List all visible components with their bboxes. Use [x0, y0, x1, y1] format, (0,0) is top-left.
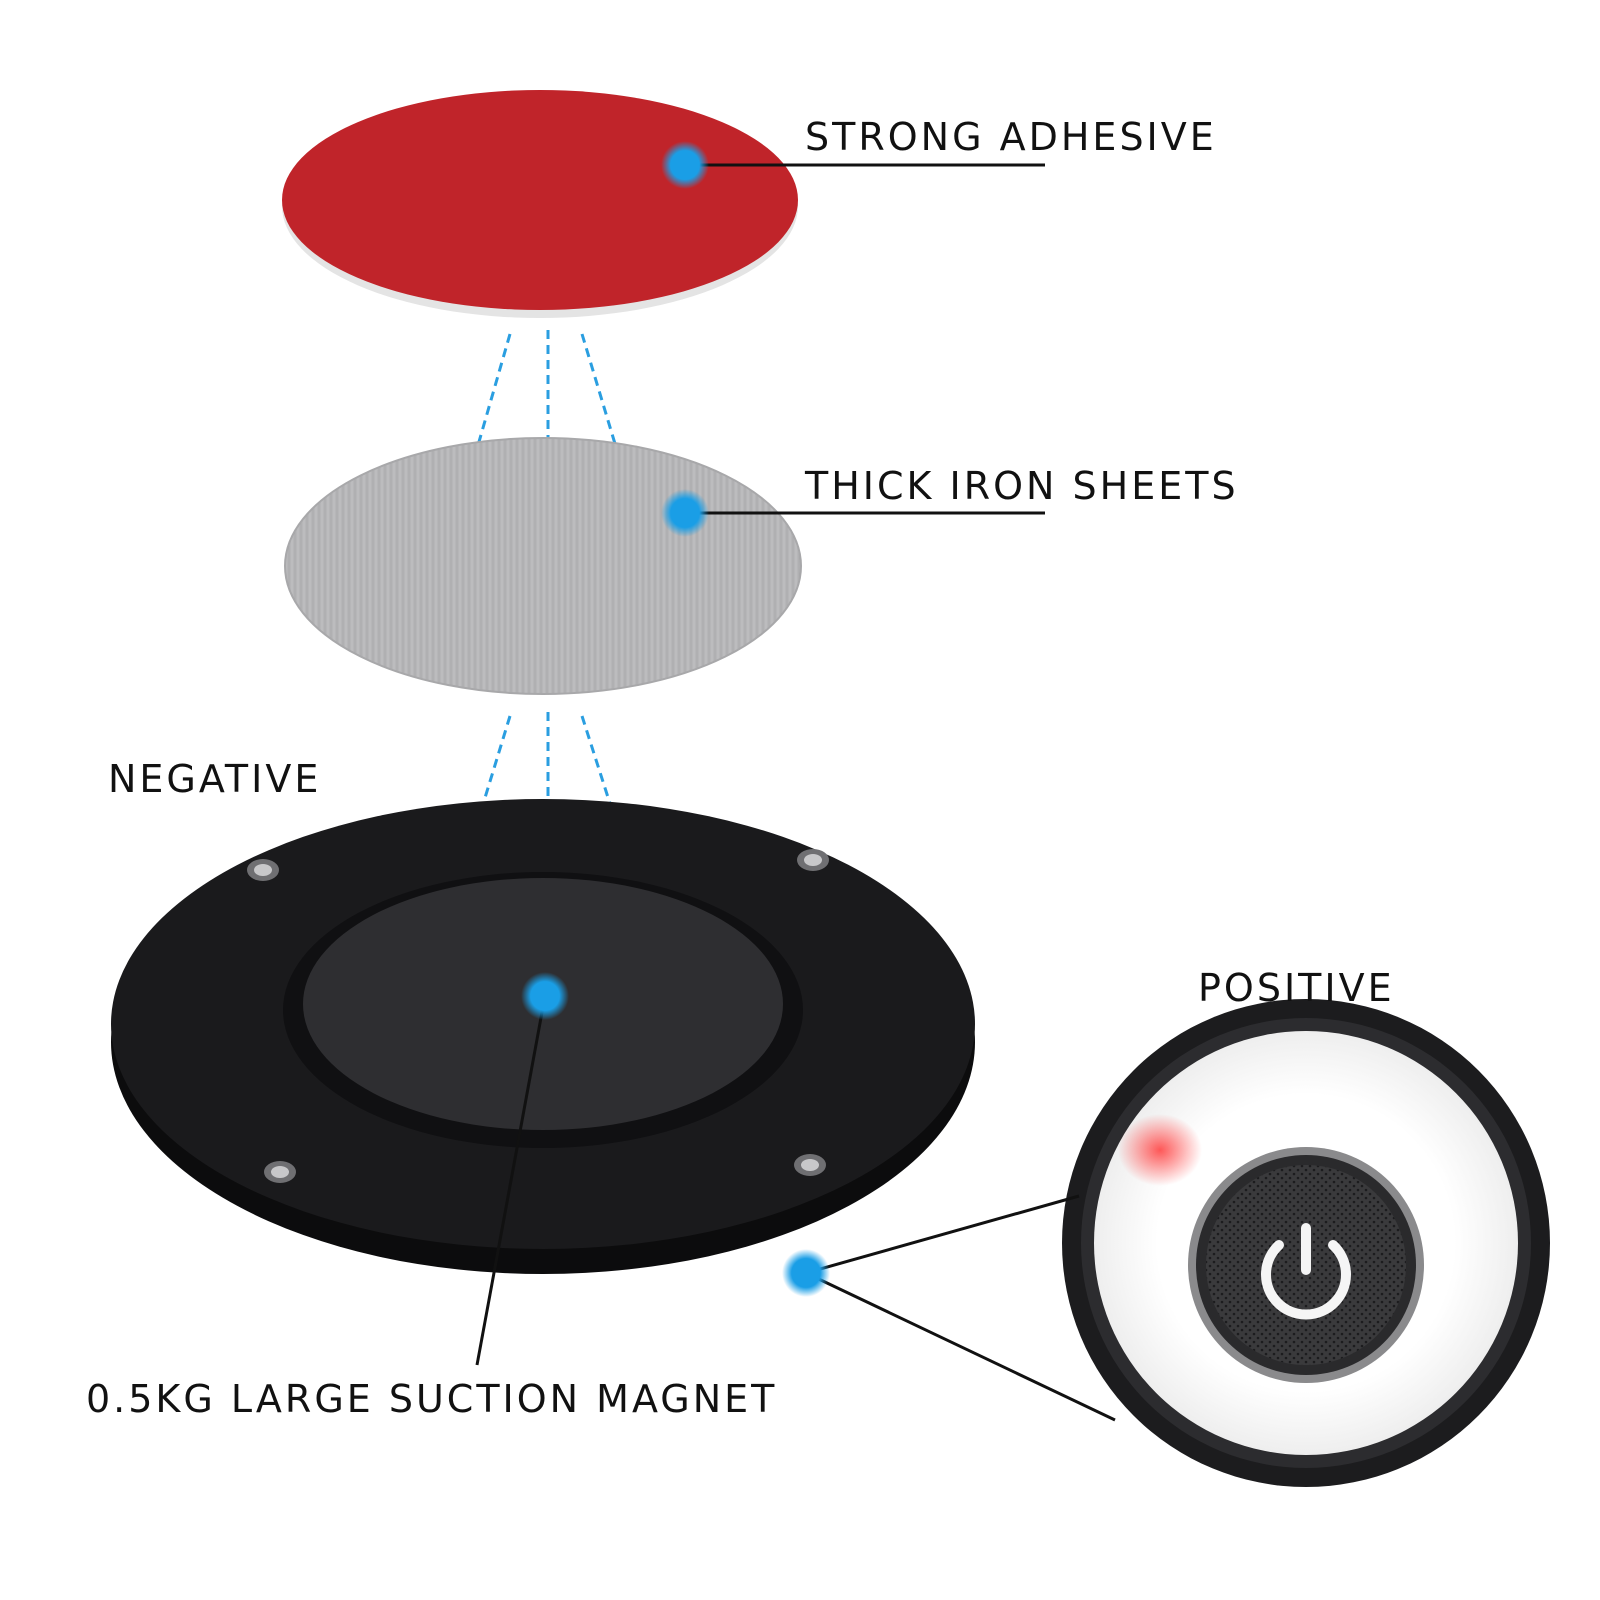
label-thick-iron-sheets: THICK IRON SHEETS [805, 464, 1239, 508]
callout-markers [521, 141, 830, 1297]
label-suction-magnet: 0.5KG LARGE SUCTION MAGNET [86, 1377, 778, 1421]
callout-lines [475, 163, 1116, 1422]
indicator-light [1118, 1114, 1202, 1186]
power-icon [1261, 1223, 1351, 1320]
label-negative: NEGATIVE [108, 757, 322, 801]
label-positive: POSITIVE [1198, 966, 1395, 1010]
positive-view [1062, 999, 1550, 1487]
magnet-base [111, 799, 975, 1274]
iron-sheet-disc [284, 437, 802, 695]
label-strong-adhesive: STRONG ADHESIVE [805, 115, 1217, 159]
screw-heads [247, 849, 829, 1183]
adhesive-disc [282, 90, 798, 318]
